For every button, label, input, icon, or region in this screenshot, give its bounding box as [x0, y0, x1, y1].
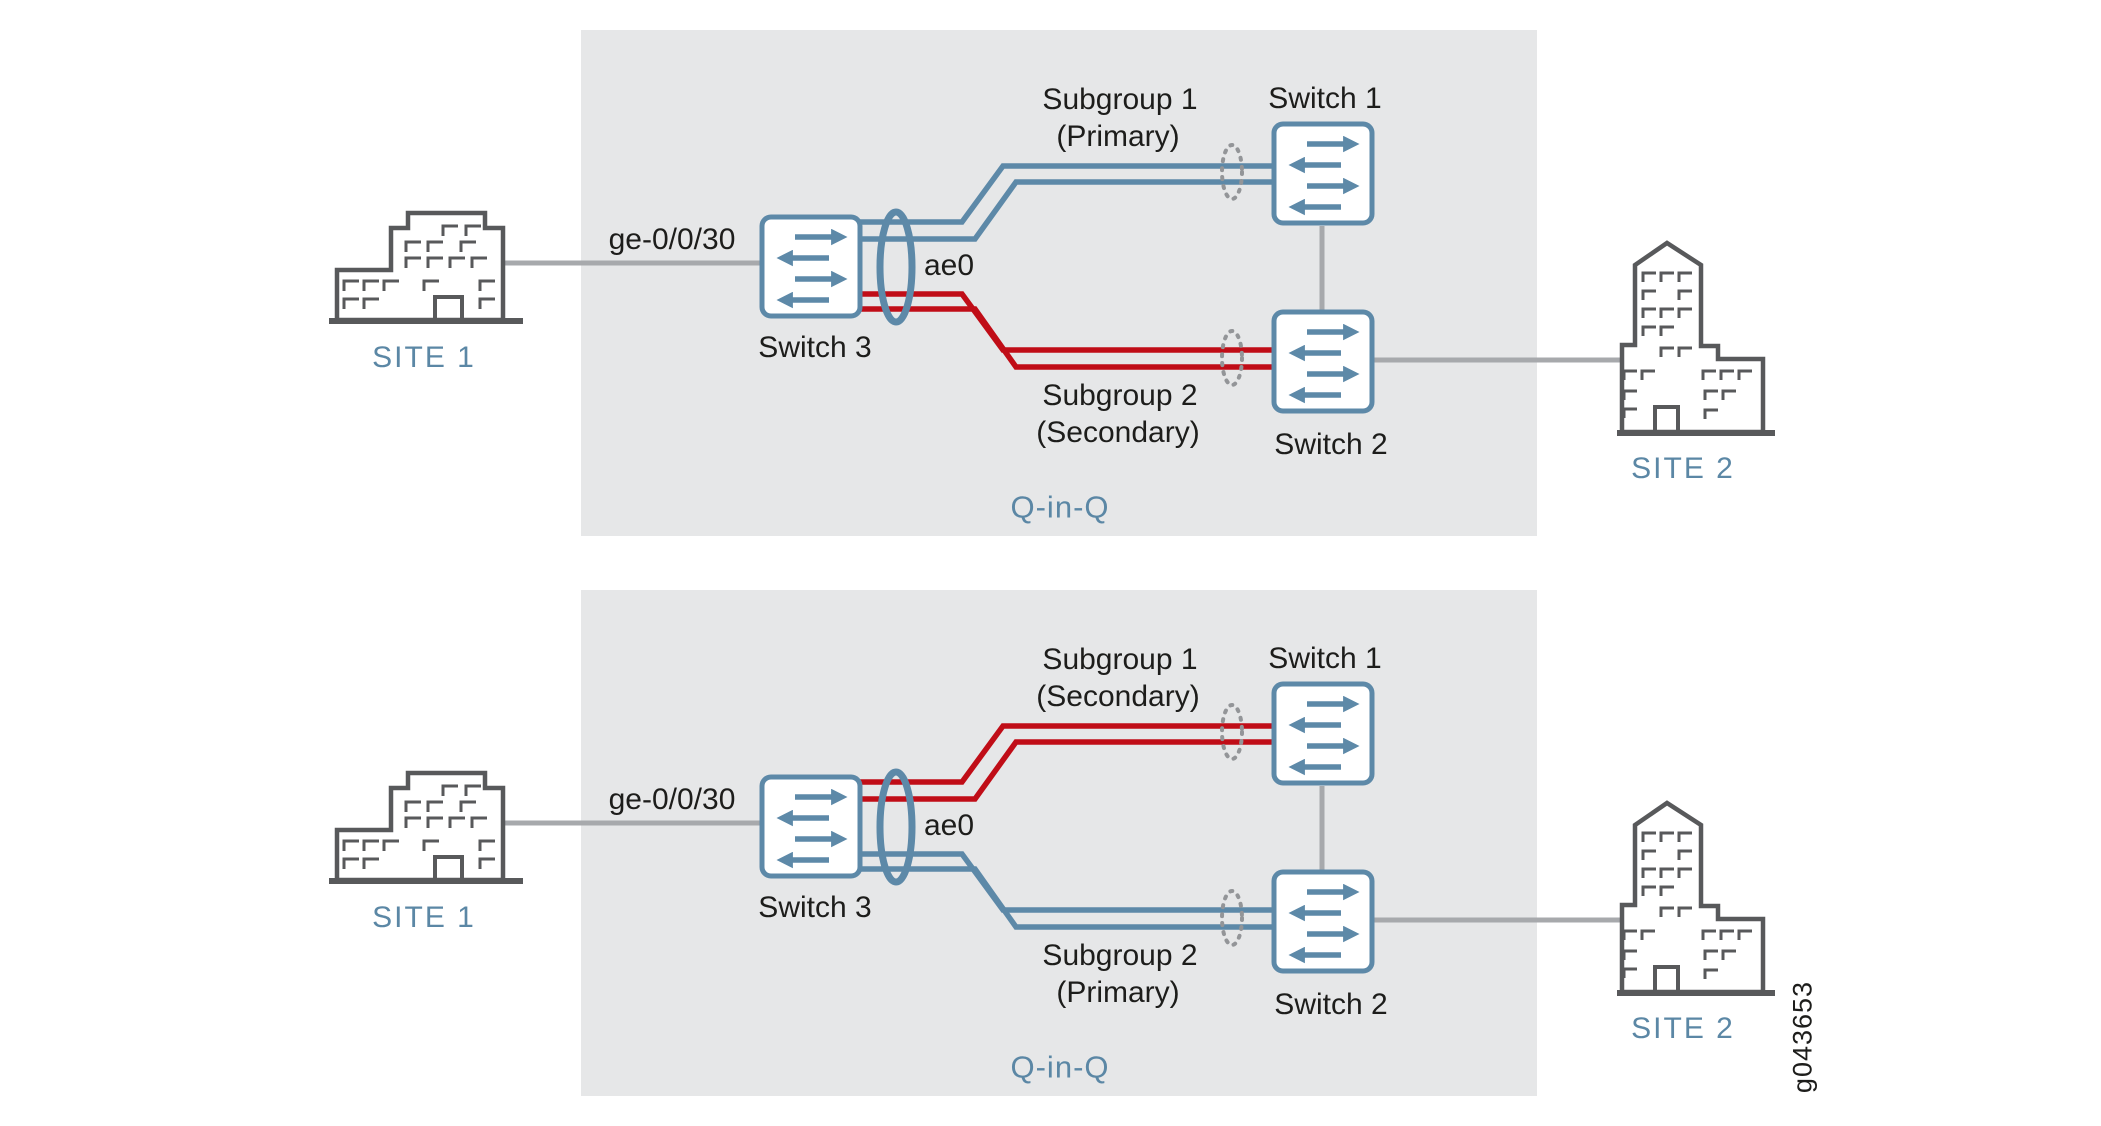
diagram-bottom: SITE 1 SITE 2 ge-0/0/30 ae0 Switch 3 Swi…: [0, 560, 2101, 1126]
switch1-label: Switch 1: [1268, 82, 1382, 115]
subgroup2-label: Subgroup 2: [1042, 939, 1198, 972]
switch3-label: Switch 3: [758, 891, 872, 924]
site1-label: SITE 1: [372, 341, 476, 374]
site2-label: SITE 2: [1631, 1012, 1735, 1045]
lag-label: ae0: [923, 249, 975, 282]
site1-label: SITE 1: [372, 901, 476, 934]
subgroup1-label: Subgroup 1: [1042, 643, 1198, 676]
qinq-label: Q-in-Q: [1010, 489, 1110, 525]
lag-label: ae0: [923, 809, 975, 842]
subgroup1-role: (Secondary): [1036, 680, 1200, 713]
switch1-label: Switch 1: [1268, 642, 1382, 675]
subgroup2-role: (Primary): [1056, 976, 1180, 1009]
subgroup2-role: (Secondary): [1036, 416, 1200, 449]
subgroup2-label: Subgroup 2: [1042, 379, 1198, 412]
subgroup1-label: Subgroup 1: [1042, 83, 1198, 116]
switch2-label: Switch 2: [1274, 988, 1388, 1021]
interface-label: ge-0/0/30: [608, 783, 736, 816]
interface-label: ge-0/0/30: [608, 223, 736, 256]
figure-id-label: g043653: [1787, 980, 1818, 1094]
qinq-label: Q-in-Q: [1010, 1049, 1110, 1085]
site2-label: SITE 2: [1631, 452, 1735, 485]
diagram-top: SITE 1 SITE 2 ge-0/0/30 ae0 Switch 3 Swi…: [0, 0, 2101, 566]
switch3-label: Switch 3: [758, 331, 872, 364]
switch2-label: Switch 2: [1274, 428, 1388, 461]
subgroup1-role: (Primary): [1056, 120, 1180, 153]
